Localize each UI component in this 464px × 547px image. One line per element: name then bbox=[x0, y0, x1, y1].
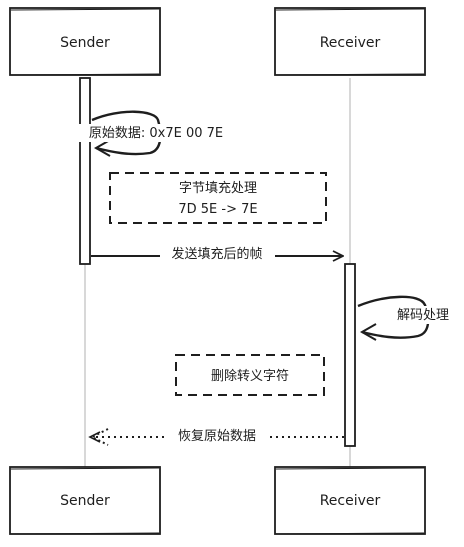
self-message-decode: 解码处理 bbox=[357, 295, 458, 341]
self-message-decode-label: 解码处理 bbox=[397, 308, 449, 323]
note-remove-escape: 删除转义字符 bbox=[175, 354, 325, 396]
sender-activation bbox=[79, 77, 91, 265]
self-message-original-label: 原始数据: 0x7E 00 7E bbox=[89, 126, 223, 141]
message-restore: 恢复原始数据 bbox=[88, 427, 344, 446]
note-remove-escape-label: 删除转义字符 bbox=[211, 368, 289, 384]
receiver-label-bottom: Receiver bbox=[320, 493, 381, 509]
note-byte-stuffing-title: 字节填充处理 bbox=[179, 180, 257, 196]
message-restore-label: 恢复原始数据 bbox=[178, 429, 256, 444]
sender-actor-top[interactable]: Sender bbox=[9, 7, 161, 76]
self-message-original: 原始数据: 0x7E 00 7E bbox=[70, 110, 242, 157]
receiver-label-top: Receiver bbox=[320, 35, 381, 51]
sender-actor-bottom[interactable]: Sender bbox=[9, 466, 161, 535]
sender-label-bottom: Sender bbox=[60, 493, 110, 509]
note-byte-stuffing-detail: 7D 5E -> 7E bbox=[178, 202, 257, 217]
sender-label-top: Sender bbox=[60, 35, 110, 51]
receiver-actor-top[interactable]: Receiver bbox=[274, 7, 426, 76]
note-byte-stuffing: 字节填充处理 7D 5E -> 7E bbox=[109, 172, 327, 224]
receiver-actor-bottom[interactable]: Receiver bbox=[274, 466, 426, 535]
message-send-frame: 发送填充后的帧 bbox=[91, 245, 343, 263]
message-send-frame-label: 发送填充后的帧 bbox=[171, 246, 262, 262]
receiver-activation bbox=[344, 263, 356, 447]
